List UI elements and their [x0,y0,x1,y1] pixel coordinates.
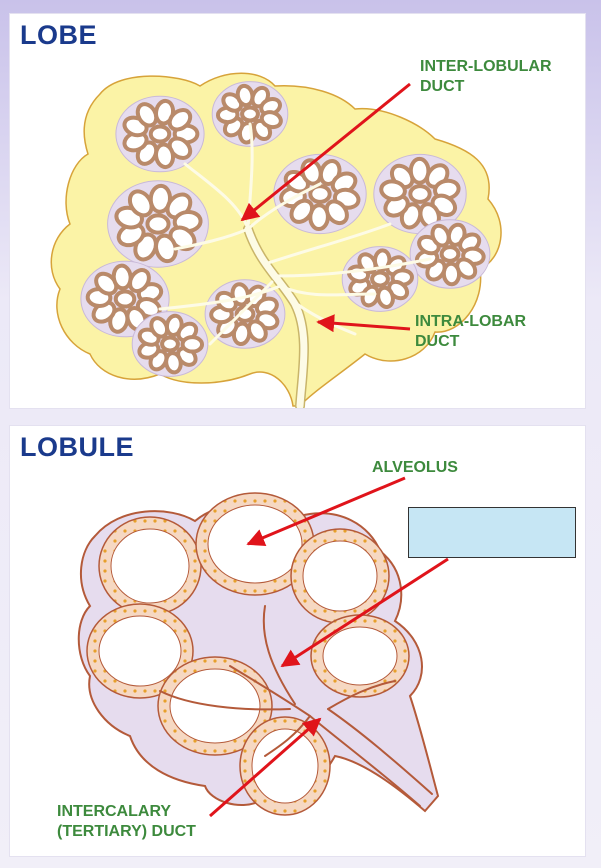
arrow-answer-box [280,557,449,668]
lobule-alveolus [290,528,390,624]
intra-lobar-label-line1: INTRA-LOBAR [415,313,527,330]
lobe-lobule [115,95,205,173]
lobe-diagram [50,72,502,408]
lobe-title: LOBE [20,20,98,50]
arrow-intercalary [209,717,322,818]
lobe-alveolus [128,268,151,294]
arrow-alveolus [246,476,406,547]
lobe-alveolus [240,105,260,123]
lobule-alveolus [239,716,331,816]
lobe-lobule [107,180,209,268]
lobe-lobules [80,81,491,377]
inter-lobular-duct-label: INTER-LOBULAR DUCT [420,57,552,97]
lobe-lobule [211,81,289,147]
lobe-alveolus [308,184,332,204]
lobe-alveolus [289,198,315,224]
arrow-intra-lobar [316,314,411,333]
lobule-alveoli [86,492,410,816]
lobe-alveolus [370,270,390,288]
lobule-alveolus [310,614,410,698]
lobe-alveolus [259,110,283,130]
lobe-alveolus [246,319,268,343]
lobe-lobule [341,246,419,312]
intra-lobar-duct-label: INTRA-LOBAR DUCT [415,312,526,352]
lobe-alveolus [324,199,349,226]
arrow-inter-lobular [240,82,411,222]
intercalary-label-line1: INTERCALARY [57,803,172,820]
lobe-panel: LOBE INTER-LOBULAR DUCT INTRA-LOBAR DUCT [10,14,585,408]
lobe-alveolus [439,245,461,263]
inter-lobular-label-line2: DUCT [420,78,465,95]
lobe-lobule [373,153,467,235]
lobe-alveolus [180,335,205,354]
lobe-alveolus [154,233,178,264]
intercalary-label-line2: (TERTIARY) DUCT [57,823,196,840]
intra-lobar-label-line2: DUCT [415,333,460,350]
inter-lobular-label-line1: INTER-LOBULAR [420,58,552,75]
lobule-title: LOBULE [20,432,134,462]
lobe-alveolus [148,124,172,144]
lobe-alveolus [430,223,451,248]
lobe-alveolus [379,179,407,202]
intercalary-duct-label: INTERCALARY (TERTIARY) DUCT [57,802,196,842]
lobe-alveolus [167,108,193,132]
lobe-duct-tree [158,122,432,408]
lobule-panel: LOBULE ALVEOLUS INTERCALARY (TERTIARY) D… [10,426,585,856]
lobe-lobule [131,311,209,377]
lobule-alveolus [86,603,194,699]
answer-box[interactable] [408,507,576,558]
lobe-lobule [273,153,367,235]
lobe-alveolus [408,184,432,204]
lobe-alveolus [127,189,154,218]
lobe-alveolus [113,289,137,309]
alveolus-label: ALVEOLUS [372,459,458,476]
lobule-alveolus [98,516,202,616]
lobule-diagram [77,476,449,818]
lobe-alveolus [160,335,180,353]
lobe-alveolus [145,213,171,235]
lobe-lobule [409,219,491,289]
